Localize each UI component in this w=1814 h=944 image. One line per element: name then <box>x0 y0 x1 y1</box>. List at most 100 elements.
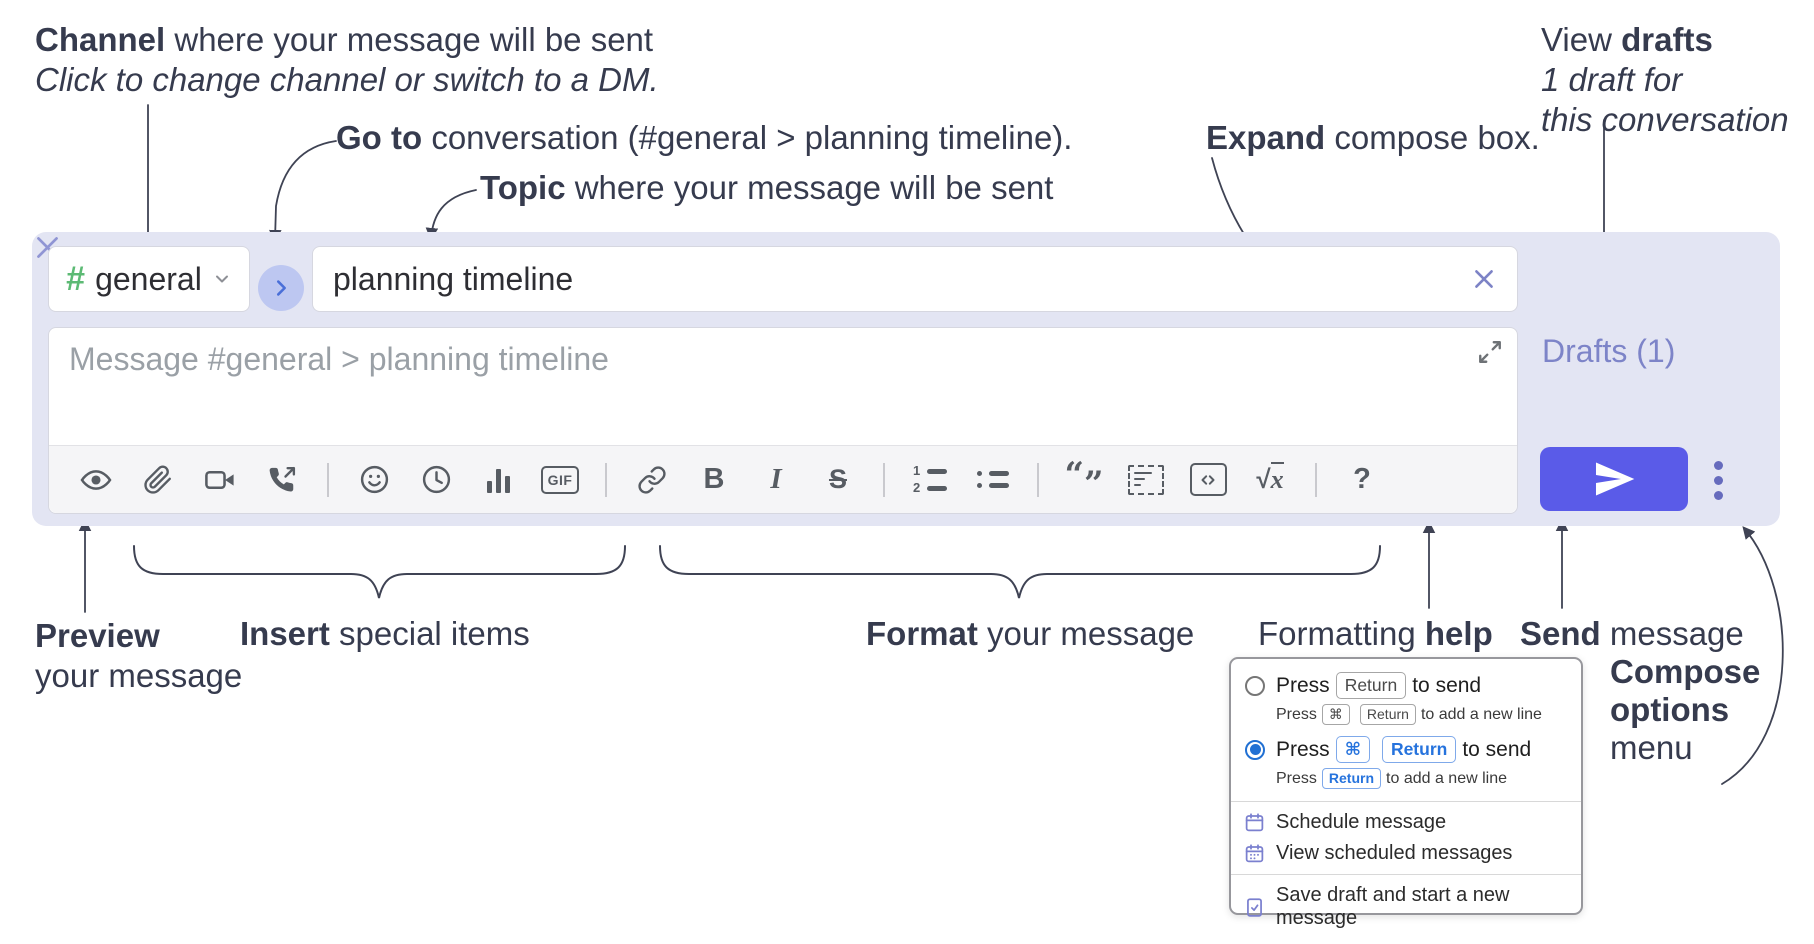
chevron-down-icon <box>215 275 228 283</box>
message-textarea[interactable]: Message #general > planning timeline <box>48 327 1518 514</box>
option-enter-sends-subtext: Press ⌘ Return to add a new line <box>1231 703 1581 732</box>
bulleted-list-icon <box>975 471 1009 488</box>
view-scheduled-messages-label: View scheduled messages <box>1276 842 1513 864</box>
expand-annotation: Expand compose box. <box>1206 118 1540 158</box>
quote-icon: “” <box>1064 455 1104 504</box>
message-placeholder: Message #general > planning timeline <box>69 341 609 377</box>
math-button[interactable]: √x <box>1248 458 1292 502</box>
video-call-button[interactable] <box>198 458 242 502</box>
send-button[interactable] <box>1540 447 1688 511</box>
strikethrough-button[interactable]: S <box>816 458 860 502</box>
preview-annotation-bold: Preview <box>35 617 160 654</box>
option-cmd-enter-sends-subtext: Press Return to add a new line <box>1231 767 1581 796</box>
code-button[interactable] <box>1186 458 1230 502</box>
bold-icon: B <box>703 463 725 495</box>
radio-selected-icon[interactable] <box>1245 739 1265 760</box>
insert-annotation: Insert special items <box>240 614 530 654</box>
menu-item-view-scheduled-messages[interactable]: View scheduled messages <box>1231 838 1581 869</box>
topic-annotation-rest: where your message will be sent <box>565 169 1054 206</box>
option1-suffix: to send <box>1412 673 1482 697</box>
draft-document-icon <box>1247 897 1262 917</box>
formatting-help-pre: Formatting <box>1258 615 1425 652</box>
formatting-help-bold: help <box>1424 615 1493 652</box>
strikethrough-icon: S <box>828 464 847 494</box>
expand-annotation-bold: Expand <box>1206 119 1326 156</box>
cmd-key: ⌘ <box>1335 736 1370 763</box>
insert-link-button[interactable] <box>630 458 674 502</box>
math-icon: √x <box>1256 462 1284 494</box>
topic-input[interactable]: planning timeline <box>312 246 1518 312</box>
expand-annotation-rest: compose box. <box>1325 119 1540 156</box>
compose-box: # general planning timeline Message #gen… <box>32 232 1780 526</box>
add-gif-button[interactable]: GIF <box>538 458 582 502</box>
topic-value: planning timeline <box>333 260 574 297</box>
option-enter-sends[interactable]: Press Return to send <box>1231 668 1581 703</box>
send-annotation-rest: message <box>1600 615 1744 652</box>
add-emoji-button[interactable] <box>352 458 396 502</box>
insert-annotation-rest: special items <box>329 615 530 652</box>
italic-icon: I <box>770 463 782 495</box>
voice-call-button[interactable] <box>260 458 304 502</box>
drafts-link[interactable]: Drafts (1) <box>1542 333 1676 369</box>
add-poll-button[interactable] <box>476 458 520 502</box>
option2-suffix: to send <box>1462 737 1532 761</box>
add-global-time-button[interactable] <box>414 458 458 502</box>
view-drafts-line3: this conversation <box>1541 101 1789 138</box>
attach-file-button[interactable] <box>136 458 180 502</box>
calendar-grid-icon <box>1245 844 1264 863</box>
compose-options-line2: options <box>1610 691 1730 728</box>
channel-annotation-bold: Channel <box>35 21 166 58</box>
expand-compose-button[interactable] <box>1477 339 1503 365</box>
bulleted-list-button[interactable] <box>970 458 1014 502</box>
paperclip-icon <box>144 465 171 494</box>
format-annotation-rest: your message <box>977 615 1195 652</box>
channel-selector[interactable]: # general <box>48 246 250 312</box>
smiley-icon <box>360 465 388 494</box>
popup-divider <box>1231 801 1581 802</box>
topic-annotation-bold: Topic <box>480 169 566 206</box>
spoiler-icon <box>1128 464 1164 495</box>
menu-item-schedule-message[interactable]: Schedule message <box>1231 807 1581 838</box>
option-cmd-enter-sends[interactable]: Press ⌘ Return to send <box>1231 732 1581 767</box>
video-camera-icon <box>205 470 234 489</box>
save-draft-label: Save draft and start a new message <box>1276 884 1510 929</box>
italic-button[interactable]: I <box>754 458 798 502</box>
goto-annotation-rest: conversation (#general > planning timeli… <box>422 119 1073 156</box>
radio-unselected-icon[interactable] <box>1245 675 1265 696</box>
view-drafts-bold: drafts <box>1621 21 1713 58</box>
compose-options-line3: menu <box>1610 729 1693 766</box>
compose-options-annotation: Compose options menu <box>1610 653 1760 767</box>
chevron-right-icon <box>276 280 286 296</box>
quote-button[interactable]: “” <box>1062 458 1106 502</box>
eye-icon <box>80 469 112 490</box>
topic-annotation: Topic where your message will be sent <box>480 168 1053 208</box>
menu-item-save-draft-new-message[interactable]: Save draft and start a new message <box>1231 880 1581 934</box>
question-mark-icon: ? <box>1353 463 1371 495</box>
go-to-conversation-button[interactable] <box>258 265 304 311</box>
send-annotation: Send message <box>1520 614 1744 654</box>
view-drafts-pre: View <box>1541 21 1622 58</box>
toolbar-separator <box>1037 462 1039 497</box>
numbered-list-button[interactable]: 1 2 <box>908 458 952 502</box>
compose-options-line1: Compose <box>1610 653 1761 690</box>
preview-annotation: Preview your message <box>35 616 242 696</box>
link-icon <box>638 465 666 494</box>
return-key: Return <box>1359 704 1416 725</box>
format-annotation: Format your message <box>866 614 1194 654</box>
toolbar-separator <box>327 462 329 497</box>
expand-icon <box>1479 341 1501 363</box>
bold-button[interactable]: B <box>692 458 736 502</box>
spoiler-button[interactable] <box>1124 458 1168 502</box>
return-key: Return <box>1335 672 1407 699</box>
compose-options-menu-button[interactable] <box>1714 461 1723 500</box>
view-drafts-line2: 1 draft for <box>1541 61 1683 98</box>
code-icon <box>1189 463 1227 496</box>
preview-button[interactable] <box>74 458 118 502</box>
clear-topic-button[interactable] <box>1471 266 1497 292</box>
channel-hash-icon: # <box>66 259 86 298</box>
option2-press: Press <box>1276 737 1330 761</box>
bar-chart-icon <box>486 467 510 493</box>
return-key: Return <box>1381 736 1457 763</box>
channel-annotation-italic: Click to change channel or switch to a D… <box>35 61 659 98</box>
formatting-help-button[interactable]: ? <box>1340 458 1384 502</box>
